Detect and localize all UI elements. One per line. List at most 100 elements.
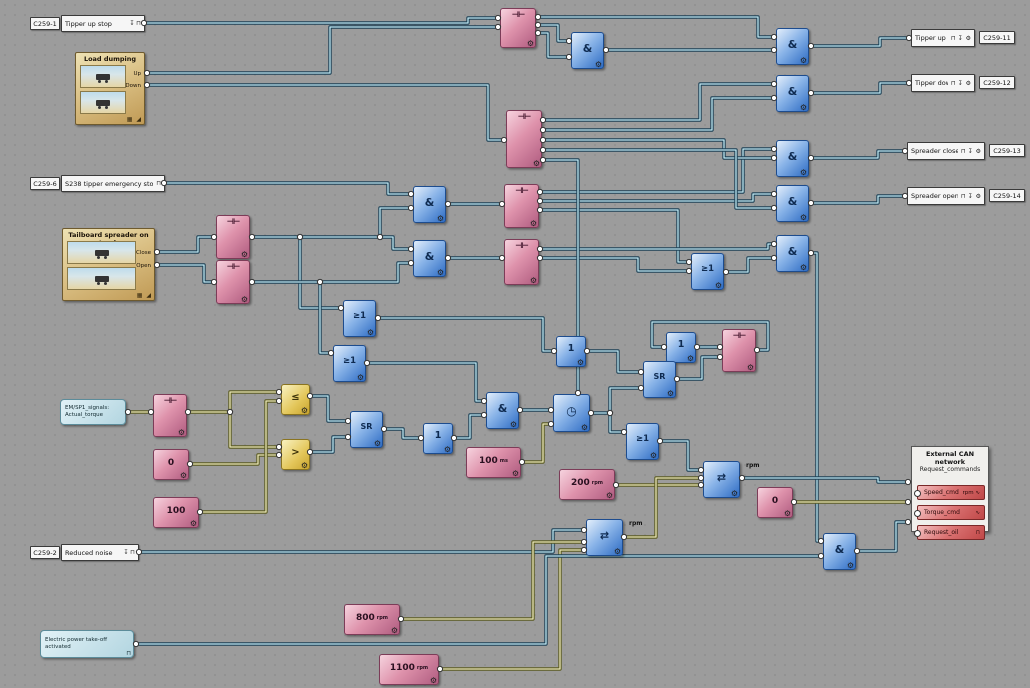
port-dot[interactable] <box>536 197 544 205</box>
port-dot[interactable] <box>184 408 192 416</box>
gear-icon[interactable]: ⚙ <box>649 451 657 460</box>
port-dot[interactable] <box>275 443 283 451</box>
gear-icon[interactable]: ⚙ <box>730 489 738 498</box>
gear-icon[interactable]: ⚙ <box>529 219 537 228</box>
analog-wire[interactable] <box>438 548 586 671</box>
port-dot[interactable] <box>210 233 218 241</box>
port-dot[interactable] <box>738 474 746 482</box>
gear-icon[interactable]: ⚙ <box>746 363 754 372</box>
and-gate[interactable]: &⚙ <box>776 185 809 222</box>
gear-icon[interactable]: ⚙ <box>799 263 807 272</box>
gear-icon[interactable]: ⚙ <box>594 60 602 69</box>
signal-wire[interactable] <box>308 394 350 423</box>
port-dot[interactable] <box>905 79 913 87</box>
port-dot[interactable] <box>697 481 705 489</box>
signal-wire[interactable] <box>452 413 486 440</box>
sr-latch[interactable]: SR⚙ <box>350 411 383 448</box>
analog-wire[interactable] <box>198 399 281 514</box>
signal-wire[interactable] <box>155 235 216 254</box>
timer-block[interactable]: ◷⚙ <box>553 394 590 432</box>
gear-icon[interactable]: ⚙ <box>965 34 971 42</box>
port-dot[interactable] <box>248 233 256 241</box>
signal-wire[interactable] <box>538 147 776 194</box>
gear-icon[interactable]: ⚙ <box>799 213 807 222</box>
port-dot[interactable] <box>316 278 324 286</box>
io-tag[interactable]: C259-13 <box>989 144 1025 157</box>
gear-icon[interactable]: ⚙ <box>975 147 981 155</box>
port-dot[interactable] <box>905 34 913 42</box>
port-dot[interactable] <box>685 267 693 275</box>
gear-icon[interactable]: ⚙ <box>443 445 451 454</box>
port-dot[interactable] <box>275 388 283 396</box>
and-gate[interactable]: &⚙ <box>776 75 809 112</box>
signal-wire[interactable] <box>145 83 506 142</box>
port-dot[interactable] <box>565 37 573 45</box>
signal-wire[interactable] <box>365 361 486 403</box>
signal-wire[interactable] <box>134 554 823 646</box>
signal-wire[interactable] <box>378 206 413 239</box>
gear-icon[interactable]: ⚙ <box>799 103 807 112</box>
gear-icon[interactable]: ⚙ <box>429 676 437 685</box>
port-dot[interactable] <box>673 375 681 383</box>
edge-detect-block[interactable]: ⊣⊢⚙ <box>500 8 536 48</box>
port-dot[interactable] <box>135 548 143 556</box>
port-dot[interactable] <box>807 154 815 162</box>
port-dot[interactable] <box>693 343 701 351</box>
signal-wire[interactable] <box>250 235 413 251</box>
gear-icon[interactable]: ⚙ <box>436 268 444 277</box>
signal-wire[interactable] <box>740 476 910 484</box>
port-dot[interactable] <box>480 411 488 419</box>
port-dot[interactable] <box>327 349 335 357</box>
port-dot[interactable] <box>770 80 778 88</box>
port-dot[interactable] <box>380 425 388 433</box>
and-gate[interactable]: &⚙ <box>413 240 446 277</box>
io-label-box[interactable]: Tipper up stop↧ ⊓ <box>61 15 145 32</box>
port-dot[interactable] <box>275 397 283 405</box>
port-dot[interactable] <box>770 240 778 248</box>
port-dot[interactable] <box>296 233 304 241</box>
port-dot[interactable] <box>132 640 140 648</box>
gear-icon[interactable]: ⚙ <box>189 519 197 528</box>
analog-wire[interactable] <box>228 410 281 449</box>
gear-icon[interactable]: ⚙ <box>366 328 374 337</box>
port-dot[interactable] <box>376 233 384 241</box>
port-dot[interactable] <box>539 146 547 154</box>
signal-wire[interactable] <box>675 355 722 381</box>
port-dot[interactable] <box>539 136 547 144</box>
port-dot[interactable] <box>904 478 912 486</box>
gear-icon[interactable]: ⚙ <box>300 406 308 415</box>
port-dot[interactable] <box>143 69 151 77</box>
port-dot[interactable] <box>539 116 547 124</box>
port-dot[interactable] <box>337 304 345 312</box>
constant-block[interactable]: 100⚙ <box>153 497 199 528</box>
edge-detect-block[interactable]: ⊣⊢⚙ <box>504 239 539 285</box>
port-dot[interactable] <box>407 190 415 198</box>
port-dot[interactable] <box>143 81 151 89</box>
port-dot[interactable] <box>210 278 218 286</box>
io-tag[interactable]: C259-6 <box>30 177 60 190</box>
sr-latch[interactable]: SR⚙ <box>643 361 676 398</box>
port-dot[interactable] <box>770 190 778 198</box>
signal-wire[interactable] <box>318 280 333 355</box>
gear-icon[interactable]: ⚙ <box>714 281 722 290</box>
port-dot[interactable] <box>275 451 283 459</box>
port-dot[interactable] <box>807 42 815 50</box>
io-tag[interactable]: C259-14 <box>989 189 1025 202</box>
signal-wire[interactable] <box>142 16 500 25</box>
signal-wire[interactable] <box>541 82 776 122</box>
or-gate[interactable]: ≥1⚙ <box>333 345 366 382</box>
signal-wire[interactable] <box>809 81 911 95</box>
gear-icon[interactable]: ⚙ <box>783 509 791 518</box>
port-dot[interactable] <box>498 254 506 262</box>
port-dot[interactable] <box>407 245 415 253</box>
gear-icon[interactable]: ⚙ <box>576 358 584 367</box>
signal-wire[interactable] <box>250 261 413 284</box>
port-dot[interactable] <box>140 19 148 27</box>
port-dot[interactable] <box>901 147 909 155</box>
signal-wire[interactable] <box>308 435 350 454</box>
gear-icon[interactable]: ⚙ <box>356 373 364 382</box>
and-gate[interactable]: &⚙ <box>776 28 809 65</box>
